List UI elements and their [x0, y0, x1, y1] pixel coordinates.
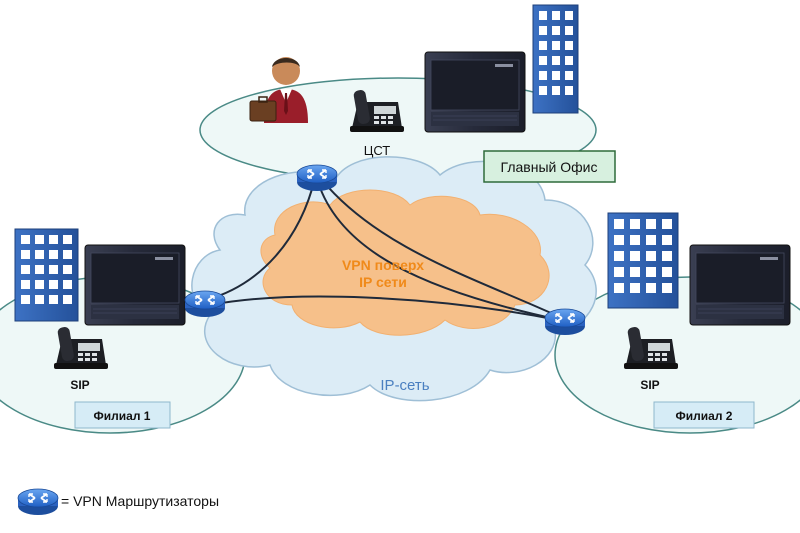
vpn-label-line2: IP сети [359, 274, 407, 290]
main-office-label: Главный Офис [501, 159, 598, 175]
branch2-sip-label: SIP [640, 378, 659, 392]
main-office-pbx-icon [424, 51, 526, 133]
branch1-label: Филиал 1 [94, 409, 151, 423]
vpn-tunnels [205, 177, 563, 321]
main-office-phone-label: ЦСТ [364, 143, 391, 158]
tunnel-branch1-branch2 [209, 295, 559, 321]
tunnel-main-branch2-b [317, 181, 561, 321]
router-branch2-icon [544, 308, 586, 336]
branch2-label-box: Филиал 2 [653, 401, 755, 429]
main-office-label-box: Главный Офис [483, 150, 616, 183]
router-branch1-icon [184, 290, 226, 318]
branch1-sip-label: SIP [70, 378, 89, 392]
tunnel-main-branch1 [205, 177, 316, 301]
businessman-icon [249, 57, 308, 123]
ip-network-label: IP-сеть [380, 377, 429, 394]
tunnel-main-branch2 [321, 179, 563, 319]
main-office-building-icon [532, 4, 579, 114]
vpn-label-line1: VPN поверх [342, 257, 424, 273]
legend: = VPN Маршрутизаторы [17, 488, 219, 516]
legend-text: = VPN Маршрутизаторы [61, 493, 219, 509]
legend-router-icon [17, 488, 59, 516]
branch1-building-icon [14, 228, 79, 322]
branch1-label-box: Филиал 1 [74, 401, 171, 429]
branch2-building-icon [607, 212, 679, 309]
branch2-pbx-icon [689, 244, 791, 326]
branch2-label: Филиал 2 [676, 409, 733, 423]
branch1-pbx-icon [84, 244, 186, 326]
router-main-office-icon [296, 164, 338, 192]
